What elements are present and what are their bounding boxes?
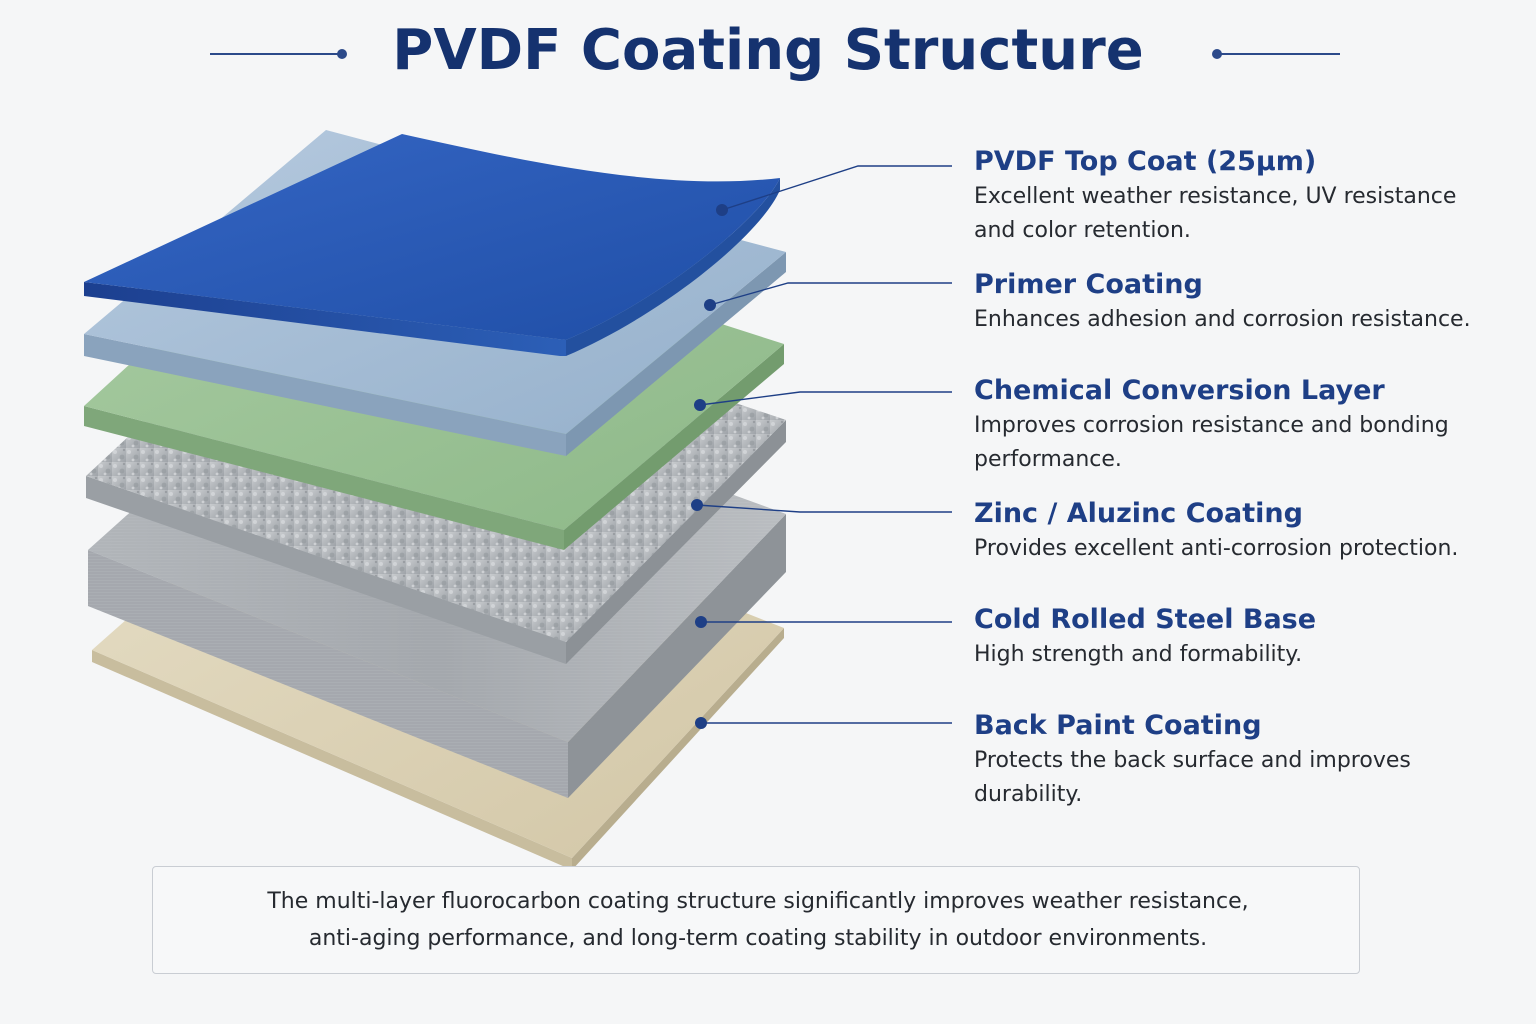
- label-desc-zinc: Provides excellent anti-corrosion protec…: [974, 536, 1459, 561]
- summary-line-2: anti-aging performance, and long-term co…: [308, 926, 1208, 951]
- label-desc-steel: High strength and formability.: [974, 642, 1303, 667]
- label-primer: Primer Coating Enhances adhesion and cor…: [974, 267, 1514, 337]
- leader-dot-primer: [704, 299, 716, 311]
- label-zinc: Zinc / Aluzinc Coating Provides excellen…: [974, 496, 1514, 566]
- summary-line-1: The multi-layer fluorocarbon coating str…: [267, 889, 1249, 914]
- title-rule-left: [210, 53, 340, 55]
- layer-top-coat: [84, 134, 780, 356]
- label-conversion: Chemical Conversion Layer Improves corro…: [974, 373, 1514, 477]
- summary-text: The multi-layer fluorocarbon coating str…: [243, 883, 1273, 957]
- label-desc-primer: Enhances adhesion and corrosion resistan…: [974, 307, 1471, 332]
- leader-line-top-coat: [721, 165, 952, 211]
- label-steel: Cold Rolled Steel Base High strength and…: [974, 602, 1514, 672]
- leader-dot-conversion: [694, 399, 706, 411]
- title-dot-right: [1212, 49, 1222, 59]
- leader-dot-zinc: [691, 499, 703, 511]
- leader-dot-top-coat: [716, 204, 728, 216]
- leader-line-conversion: [699, 391, 952, 406]
- leader-dot-steel: [695, 616, 707, 628]
- label-title-primer: Primer Coating: [974, 269, 1203, 300]
- label-title-back-paint: Back Paint Coating: [974, 710, 1262, 741]
- label-title-conversion: Chemical Conversion Layer: [974, 375, 1385, 406]
- label-desc-top-coat: Excellent weather resistance, UV resista…: [974, 184, 1457, 243]
- label-title-zinc: Zinc / Aluzinc Coating: [974, 498, 1303, 529]
- title-dot-left: [337, 49, 347, 59]
- label-title-steel: Cold Rolled Steel Base: [974, 604, 1317, 635]
- label-back-paint: Back Paint Coating Protects the back sur…: [974, 708, 1514, 812]
- label-top-coat: PVDF Top Coat (25µm) Excellent weather r…: [974, 144, 1514, 248]
- leader-dot-back-paint: [695, 717, 707, 729]
- label-desc-back-paint: Protects the back surface and improves d…: [974, 748, 1411, 807]
- leader-dots: [691, 204, 728, 729]
- page-title: PVDF Coating Structure: [392, 18, 1144, 83]
- leader-lines: [696, 165, 952, 724]
- summary-box: The multi-layer fluorocarbon coating str…: [152, 866, 1360, 974]
- leader-line-zinc: [696, 504, 952, 513]
- label-title-top-coat: PVDF Top Coat (25µm): [974, 146, 1317, 177]
- label-desc-conversion: Improves corrosion resistance and bondin…: [974, 413, 1449, 472]
- title-rule-right: [1218, 53, 1340, 55]
- header: PVDF Coating Structure: [0, 0, 1536, 110]
- leader-line-primer: [709, 282, 952, 306]
